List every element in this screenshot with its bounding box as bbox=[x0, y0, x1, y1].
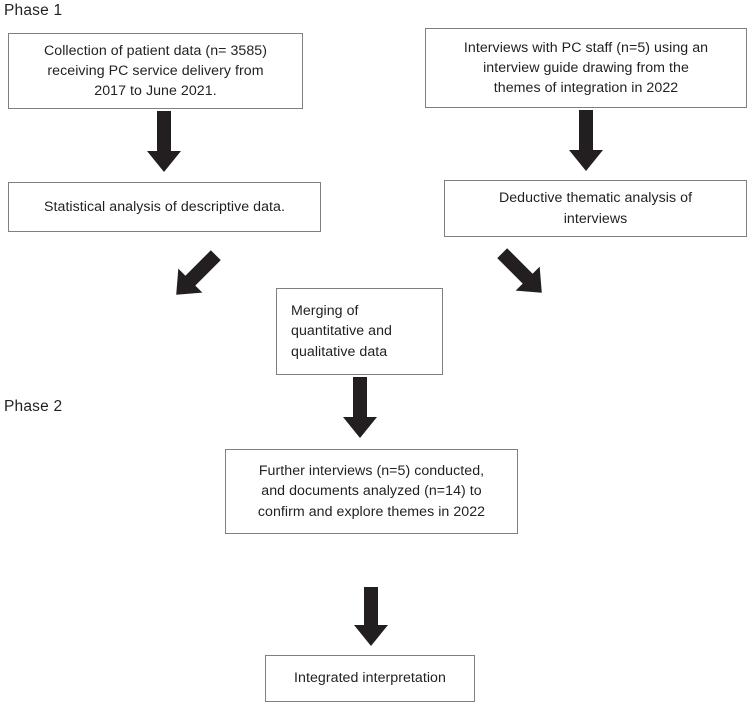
arrow-thematic-to-merging-icon bbox=[492, 243, 552, 303]
node-integrated-interpretation-text: Integrated interpretation bbox=[294, 670, 446, 687]
node-collection-of-patient-data: Collection of patient data (n= 3585) rec… bbox=[8, 33, 303, 109]
arrow-statistical-to-merging-icon bbox=[166, 245, 226, 305]
arrow-merging-to-further-interviews-icon bbox=[342, 377, 378, 439]
node-statistical-analysis-text: Statistical analysis of descriptive data… bbox=[44, 198, 285, 215]
node-statistical-analysis: Statistical analysis of descriptive data… bbox=[8, 182, 321, 232]
node-further-interviews: Further interviews (n=5) conducted, and … bbox=[225, 449, 518, 534]
arrow-further-interviews-to-integrated-icon bbox=[353, 587, 389, 647]
node-merging-of-data: Merging of quantitative and qualitative … bbox=[276, 288, 443, 375]
node-deductive-thematic-analysis: Deductive thematic analysis of interview… bbox=[444, 180, 747, 237]
node-collection-of-patient-data-text: Collection of patient data (n= 3585) rec… bbox=[43, 42, 268, 100]
arrow-interviews-to-thematic-icon bbox=[568, 110, 604, 172]
node-deductive-thematic-analysis-text: Deductive thematic analysis of interview… bbox=[498, 190, 693, 227]
phase-1-label: Phase 1 bbox=[4, 2, 63, 19]
node-interviews-with-pc-staff-text: Interviews with PC staff (n=5) using an … bbox=[463, 39, 709, 97]
node-merging-of-data-text: Merging of quantitative and qualitative … bbox=[291, 303, 392, 360]
phase-2-label: Phase 2 bbox=[4, 398, 63, 415]
node-integrated-interpretation: Integrated interpretation bbox=[265, 655, 475, 702]
node-interviews-with-pc-staff: Interviews with PC staff (n=5) using an … bbox=[425, 28, 747, 108]
arrow-collection-to-statistical-icon bbox=[146, 111, 182, 173]
node-further-interviews-text: Further interviews (n=5) conducted, and … bbox=[257, 463, 486, 520]
